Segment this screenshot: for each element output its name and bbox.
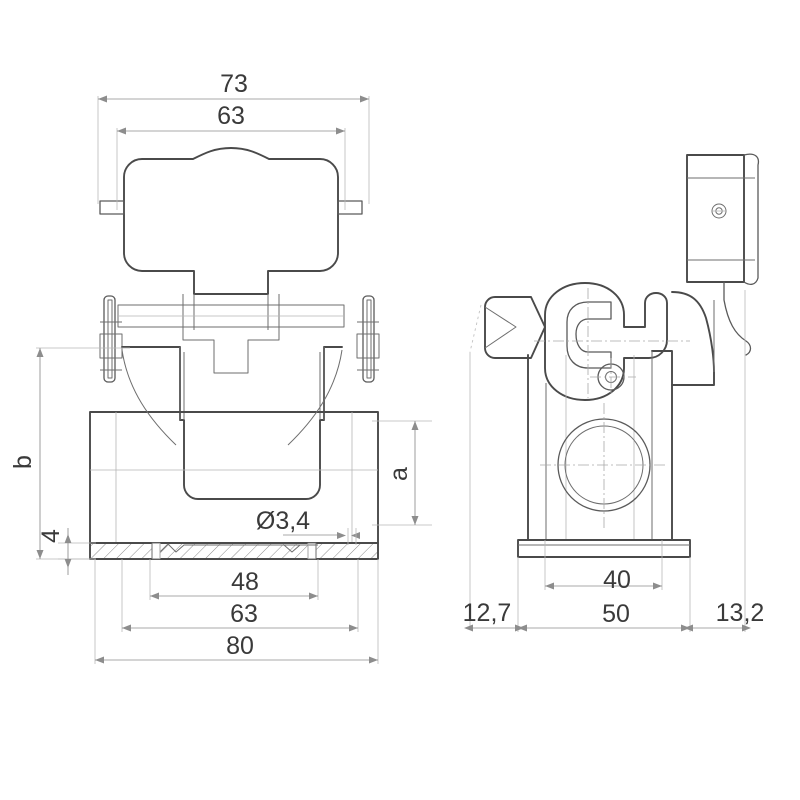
dimension-label-b: b [9,455,37,469]
dimension-label-40: 40 [603,566,631,594]
dimension-label-63-bottom: 63 [230,600,258,628]
lever-lug-right [337,200,363,215]
dimension-80: 80 [94,559,379,664]
side-latch-ring [534,282,690,401]
dimension-label-63-top: 63 [217,102,245,130]
front-hood-shell [121,346,343,500]
front-hinge-left [99,295,123,383]
flange-hatch-fill [90,543,378,559]
side-curved-arm [651,281,752,386]
front-hinge-bar [117,304,345,328]
dimension-label-80: 80 [226,632,254,660]
dimension-label-48: 48 [231,568,259,596]
dimension-label-13-2: 13,2 [716,599,765,627]
side-projection-dash [469,304,482,353]
dimension-50: 50 [517,557,691,632]
dimension-48: 48 [149,559,319,600]
dimension-13-2: 13,2 [684,290,764,632]
front-lever-yoke [182,294,280,374]
dimension-label-4: 4 [37,529,65,543]
side-module-block [686,153,760,285]
side-view: 40 50 12,7 [463,153,764,632]
dimension-63-bottom: 63 [121,559,359,632]
front-view-dimensions: 73 63 b [9,70,432,664]
dimension-a: a [372,420,432,526]
dimension-diameter-3-4: Ø3,4 [256,507,360,545]
side-view-dimensions: 40 50 12,7 [463,290,764,632]
dimension-label-12-7: 12,7 [463,599,512,627]
front-view: 73 63 b [9,70,432,664]
side-latch-lever [484,296,546,359]
dimension-73: 73 [97,70,370,204]
dimension-label-a: a [385,467,413,481]
front-bottom-flange [89,542,379,560]
dimension-label-73: 73 [220,70,248,98]
dimension-label-50: 50 [602,600,630,628]
front-hinge-right [356,295,380,383]
dimension-63-top: 63 [116,102,346,210]
dimension-40: 40 [544,557,663,594]
dimension-12-7: 12,7 [463,599,524,632]
front-lever-handle [99,147,363,295]
dimension-4: 4 [37,528,96,575]
dimension-label-diameter: Ø3,4 [256,507,310,535]
lever-lug-left [99,200,125,215]
